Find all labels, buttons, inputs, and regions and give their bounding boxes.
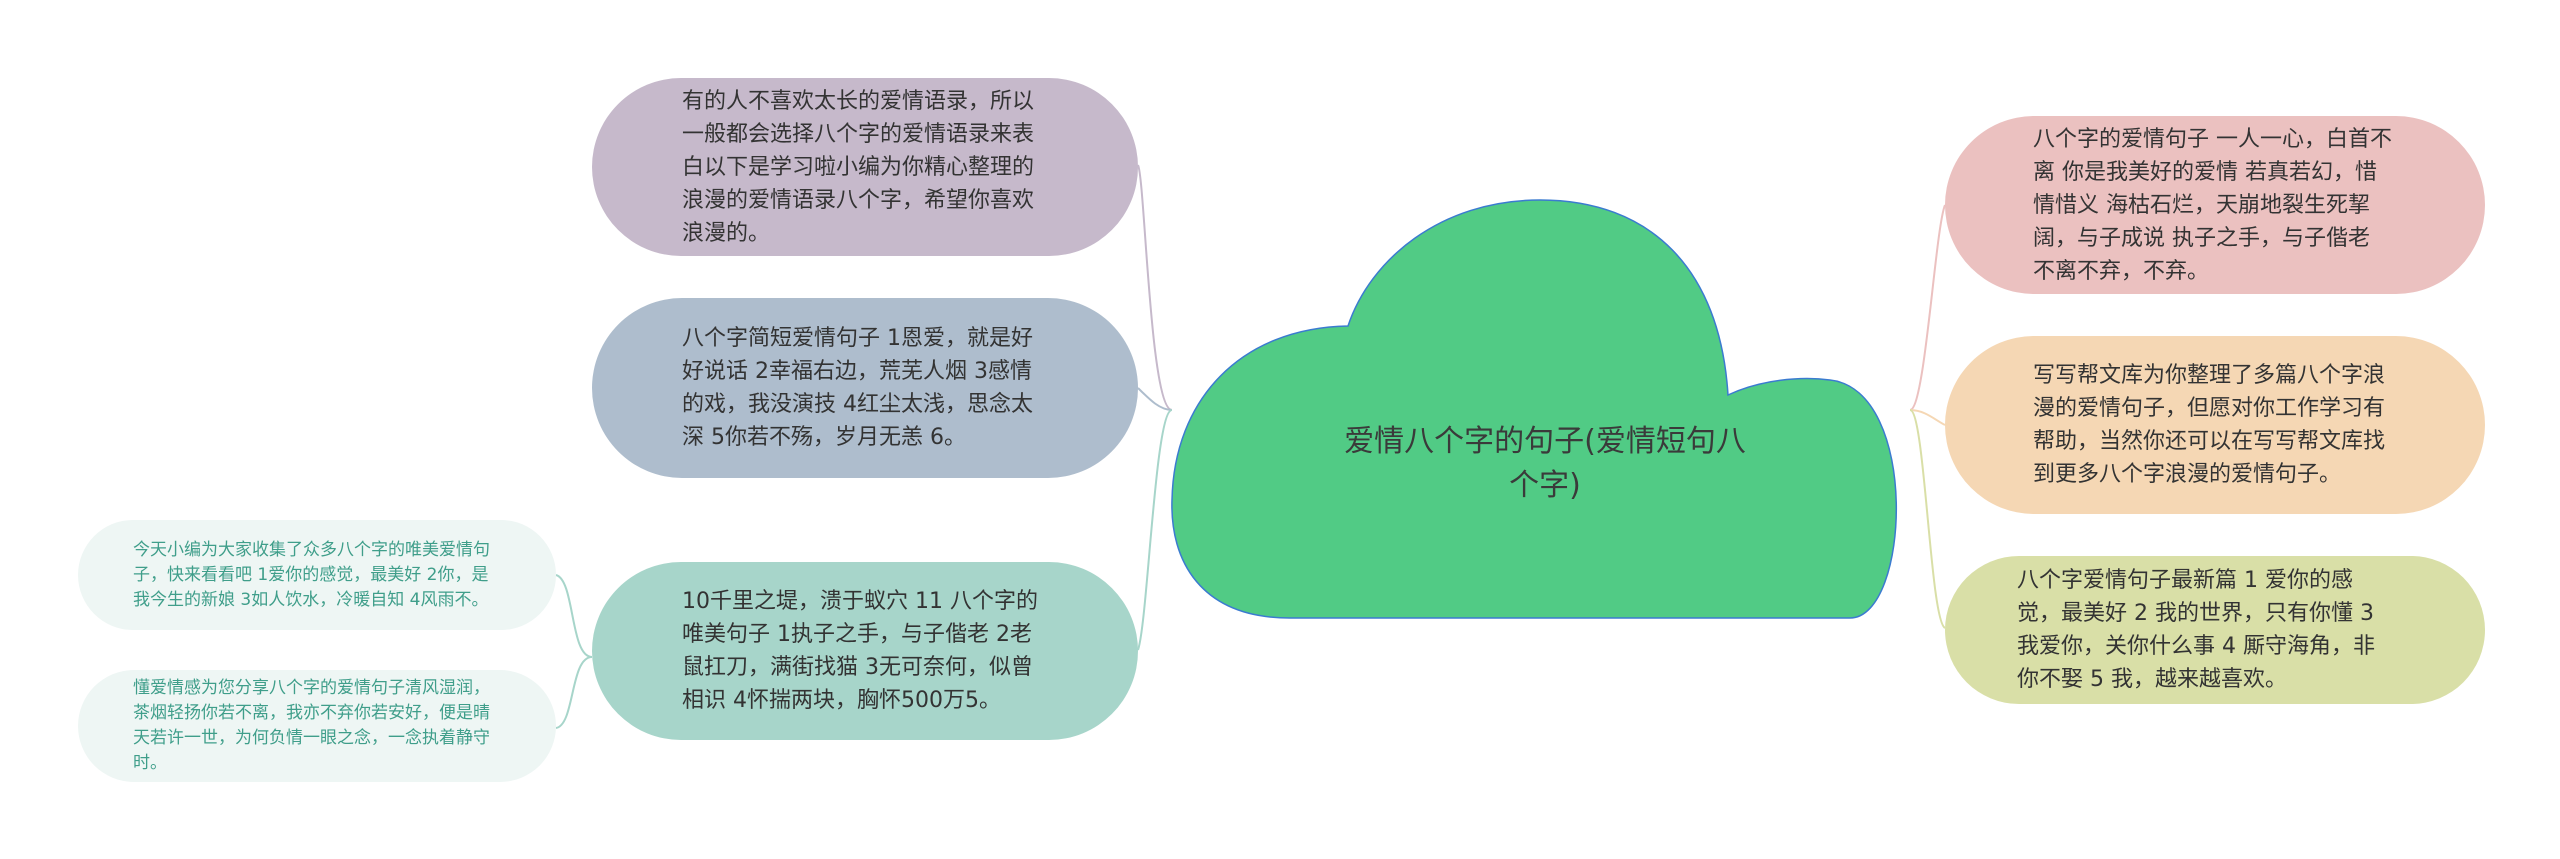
branch-text: 10千里之堤，溃于蚁穴 11 八个字的唯美句子 1执子之手，与子偕老 2老鼠扛刀… [682, 589, 1038, 713]
leaf-node-2[interactable]: 懂爱情感为您分享八个字的爱情句子清风湿润，茶烟轻扬你若不离，我亦不弃你若安好，便… [78, 670, 556, 782]
branch-text: 写写帮文库为你整理了多篇八个字浪漫的爱情句子，但愿对你工作学习有帮助，当然你还可… [2033, 363, 2386, 487]
central-topic-label[interactable]: 爱情八个字的句子(爱情短句八个字) [1344, 424, 1746, 503]
connector-leaf-1 [555, 574, 593, 658]
branch-text: 有的人不喜欢太长的爱情语录，所以一般都会选择八个字的爱情语录来表白以下是学习啦小… [682, 88, 1035, 246]
connector-left-3 [1137, 409, 1173, 651]
leaf-node-1[interactable]: 今天小编为大家收集了众多八个字的唯美爱情句子，快来看看吧 1爱你的感觉，最美好 … [78, 520, 556, 630]
branch-text: 八个字简短爱情句子 1恩爱，就是好好说话 2幸福右边，荒芜人烟 3感情的戏，我没… [682, 326, 1033, 450]
branch-node-left-3[interactable]: 10千里之堤，溃于蚁穴 11 八个字的唯美句子 1执子之手，与子偕老 2老鼠扛刀… [592, 562, 1138, 740]
connector-left-1 [1137, 164, 1173, 411]
branch-node-right-3[interactable]: 八个字爱情句子最新篇 1 爱你的感觉，最美好 2 我的世界，只有你懂 3 我爱你… [1945, 556, 2485, 704]
connector-right-2 [1909, 409, 1946, 426]
branch-node-left-2[interactable]: 八个字简短爱情句子 1恩爱，就是好好说话 2幸福右边，荒芜人烟 3感情的戏，我没… [592, 298, 1138, 478]
connector-right-1 [1909, 204, 1946, 411]
branch-text: 八个字爱情句子最新篇 1 爱你的感觉，最美好 2 我的世界，只有你懂 3 我爱你… [2017, 568, 2375, 692]
branch-text: 八个字的爱情句子 一人一心，白首不离 你是我美好的爱情 若真若幻，惜情惜义 海枯… [2033, 126, 2392, 284]
branch-node-right-2[interactable]: 写写帮文库为你整理了多篇八个字浪漫的爱情句子，但愿对你工作学习有帮助，当然你还可… [1945, 336, 2485, 514]
leaf-text: 懂爱情感为您分享八个字的爱情句子清风湿润，茶烟轻扬你若不离，我亦不弃你若安好，便… [133, 678, 490, 773]
leaf-text: 今天小编为大家收集了众多八个字的唯美爱情句子，快来看看吧 1爱你的感觉，最美好 … [133, 539, 490, 610]
branch-node-left-1[interactable]: 有的人不喜欢太长的爱情语录，所以一般都会选择八个字的爱情语录来表白以下是学习啦小… [592, 78, 1138, 256]
connector-left-2 [1137, 387, 1173, 411]
central-cloud-shape[interactable] [1171, 199, 1897, 619]
connector-right-3 [1909, 409, 1946, 629]
connector-leaf-2 [555, 656, 593, 729]
branch-node-right-1[interactable]: 八个字的爱情句子 一人一心，白首不离 你是我美好的爱情 若真若幻，惜情惜义 海枯… [1945, 116, 2485, 294]
